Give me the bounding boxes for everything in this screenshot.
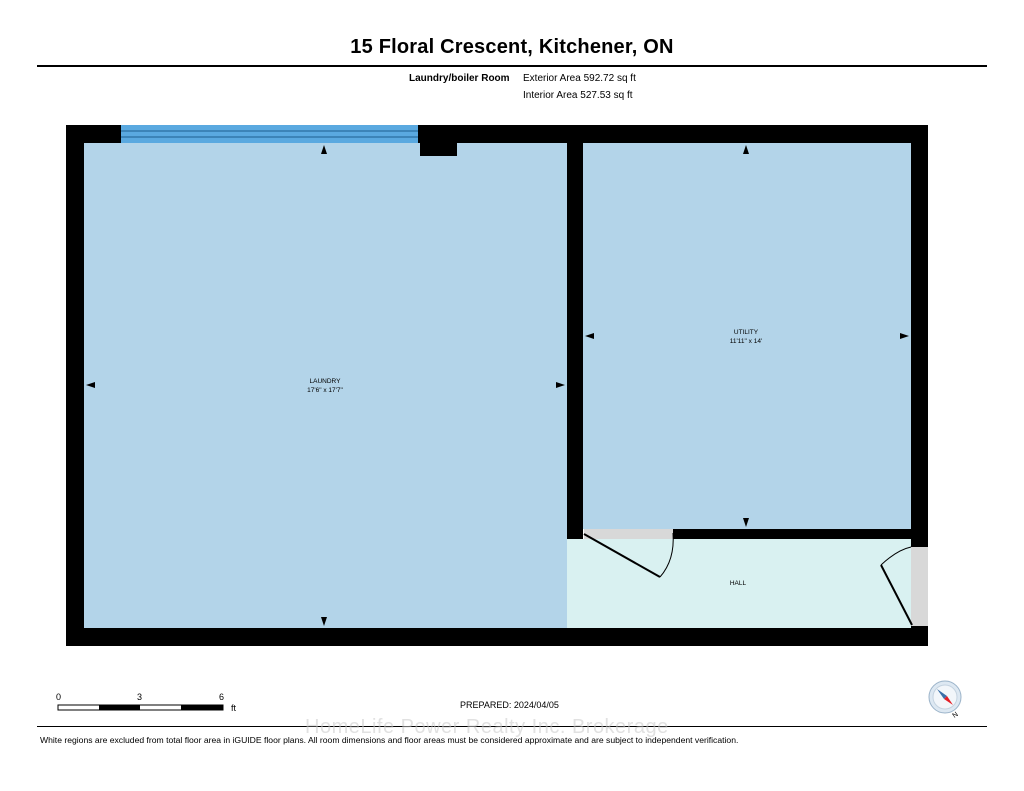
footer-divider <box>37 726 987 727</box>
scale-tick-0: 0 <box>56 692 62 702</box>
door-swing-exterior <box>880 546 912 566</box>
utility-dims: 11'11" x 14' <box>729 338 763 345</box>
watermark: HomeLife Power Realty Inc. Brokerage <box>305 716 669 738</box>
scale-unit: ft <box>231 703 237 713</box>
hall-name: HALL <box>729 580 747 587</box>
prepared-date: PREPARED: 2024/04/05 <box>460 700 559 710</box>
scale-bar <box>57 704 224 711</box>
arrow-laundry-left <box>86 382 95 388</box>
hall-fill <box>567 539 911 628</box>
wall-east-stub <box>911 626 928 646</box>
arrow-utility-left <box>585 333 594 339</box>
scale-tick-6: 6 <box>219 692 225 702</box>
door-exterior <box>880 564 913 626</box>
utility-name: UTILITY <box>733 329 759 336</box>
scale-tick-3: 3 <box>137 692 143 702</box>
laundry-name: LAUNDRY <box>309 378 341 385</box>
compass-icon <box>928 680 962 714</box>
doorway-excluded-top <box>584 529 673 539</box>
wall-interior-vertical <box>567 143 583 539</box>
arrow-utility-right <box>900 333 909 339</box>
arrow-laundry-top <box>321 145 327 154</box>
wall-interior-horizontal <box>673 529 911 539</box>
utility-room-fill <box>583 143 911 529</box>
room-label-laundry: LAUNDRY 17'6" x 17'7" <box>285 377 365 395</box>
arrow-laundry-bottom <box>321 617 327 626</box>
laundry-dims: 17'6" x 17'7" <box>307 387 343 394</box>
arrow-laundry-right <box>556 382 565 388</box>
arrow-utility-top <box>743 145 749 154</box>
room-label-utility: UTILITY 11'11" x 14' <box>706 328 786 346</box>
wall-west <box>66 125 84 646</box>
wall-column <box>420 143 457 156</box>
laundry-room-fill <box>84 143 567 628</box>
floor-label: Laundry/boiler Room <box>409 73 510 84</box>
page-title: 15 Floral Crescent, Kitchener, ON <box>350 36 674 58</box>
wall-east <box>911 125 928 547</box>
interior-area: Interior Area 527.53 sq ft <box>523 90 633 101</box>
door-swing-utility <box>659 532 674 578</box>
room-label-hall: HALL <box>718 579 758 588</box>
dimension-arrows <box>86 145 909 626</box>
footnote: White regions are excluded from total fl… <box>40 735 739 745</box>
wall-south <box>66 628 928 646</box>
door-utility <box>583 533 661 578</box>
arrow-utility-bottom <box>743 518 749 527</box>
doorway-excluded <box>911 547 928 628</box>
exterior-area: Exterior Area 592.72 sq ft <box>523 73 636 84</box>
window <box>121 125 418 143</box>
header-divider <box>37 65 987 67</box>
